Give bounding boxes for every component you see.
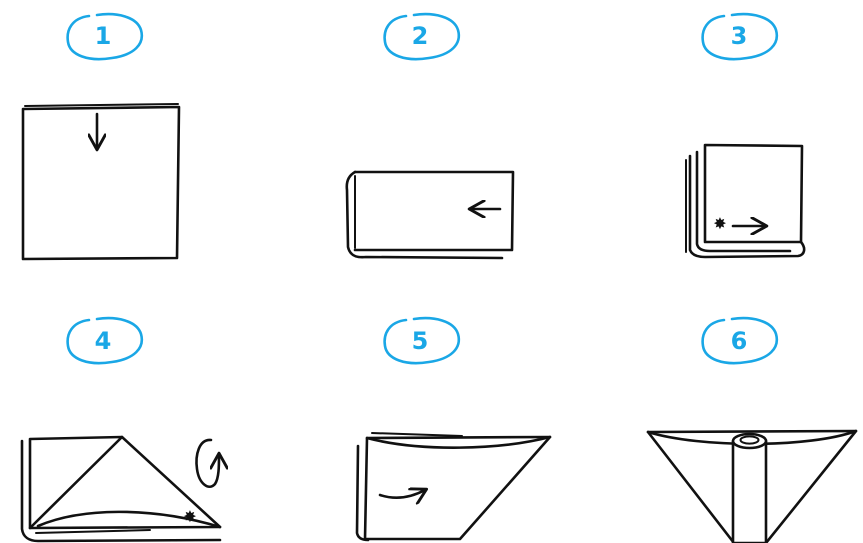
step-badge-5: 5	[383, 316, 461, 365]
star-marker: ✸	[183, 507, 196, 526]
rotate-arrow	[195, 438, 219, 489]
cone-top-layer	[371, 432, 463, 437]
step-badge-4: 4	[66, 316, 144, 365]
step-number-5: 5	[412, 327, 429, 355]
napkin-square	[21, 105, 181, 261]
step-badge-3: 3	[701, 12, 779, 61]
badge-ring-6	[701, 316, 779, 365]
folded-rectangle	[353, 170, 515, 252]
step-4-illustration: ✸	[20, 435, 222, 543]
curved-fold-edge	[36, 510, 222, 529]
rolled-center	[731, 439, 768, 543]
step-number-3: 3	[731, 22, 748, 50]
roll-top-inner	[739, 435, 760, 445]
step-number-1: 1	[95, 22, 112, 50]
folded-rectangle-back	[345, 170, 504, 260]
star-marker: ✸	[713, 214, 726, 233]
bottom-layer	[20, 439, 222, 543]
step-number-4: 4	[95, 327, 112, 355]
napkin-top-edge	[24, 103, 179, 107]
step-number-6: 6	[731, 327, 748, 355]
inner-fold-line	[35, 529, 151, 534]
curved-arrow	[378, 490, 425, 498]
badge-ring-3	[701, 12, 779, 61]
step-number-2: 2	[412, 22, 429, 50]
cone-top-rim	[365, 435, 552, 449]
step-6-illustration	[646, 429, 858, 543]
step-badge-2: 2	[383, 12, 461, 61]
badge-ring-5	[383, 316, 461, 365]
stacked-square-layer-2	[688, 154, 806, 259]
step-5-illustration	[355, 432, 552, 542]
step-badge-6: 6	[701, 316, 779, 365]
badge-ring-1	[66, 12, 144, 61]
badge-ring-2	[383, 12, 461, 61]
step-badge-1: 1	[66, 12, 144, 61]
cone-shape	[363, 435, 552, 541]
step-2-illustration	[345, 170, 515, 260]
triangle-flap	[28, 435, 124, 530]
step-3-illustration: ✸	[685, 143, 806, 259]
stacked-square-layer-1	[695, 150, 792, 253]
badge-ring-4	[66, 316, 144, 365]
cone-left-layer	[355, 444, 370, 542]
step-1-illustration	[21, 103, 181, 261]
